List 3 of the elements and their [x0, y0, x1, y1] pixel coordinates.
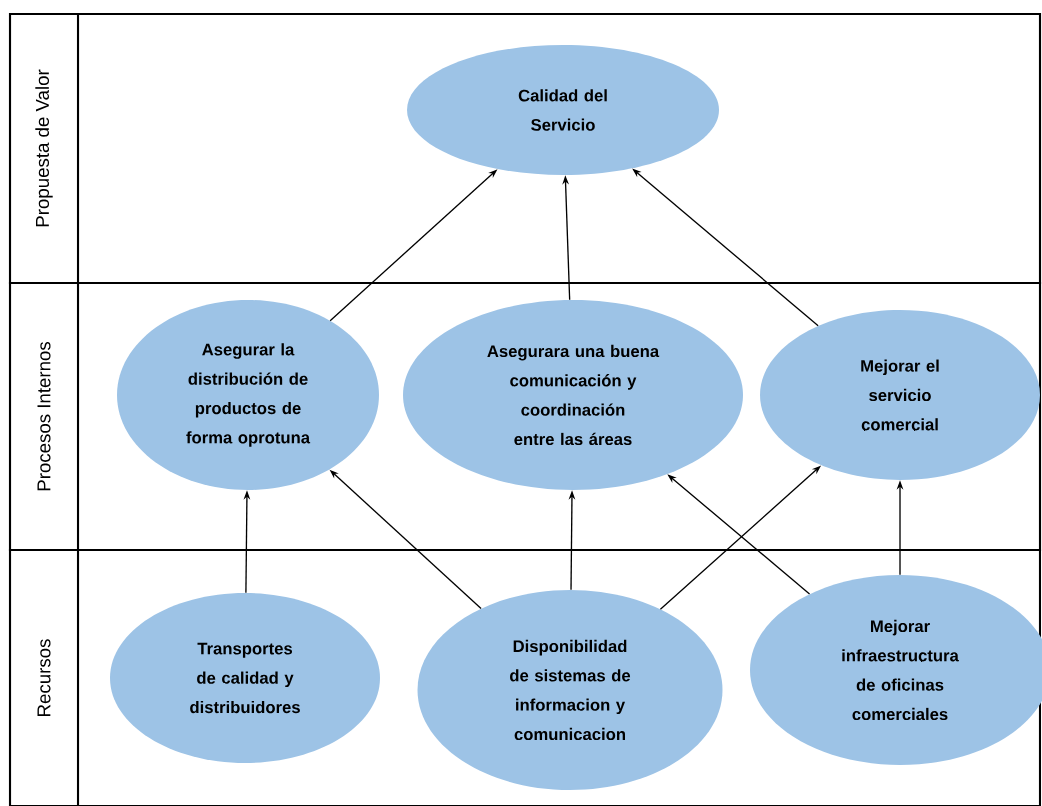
band-label: Recursos [37, 639, 51, 716]
band-label: Propuesta de Valor [35, 69, 53, 227]
band-label: Procesos Internos [37, 342, 51, 491]
